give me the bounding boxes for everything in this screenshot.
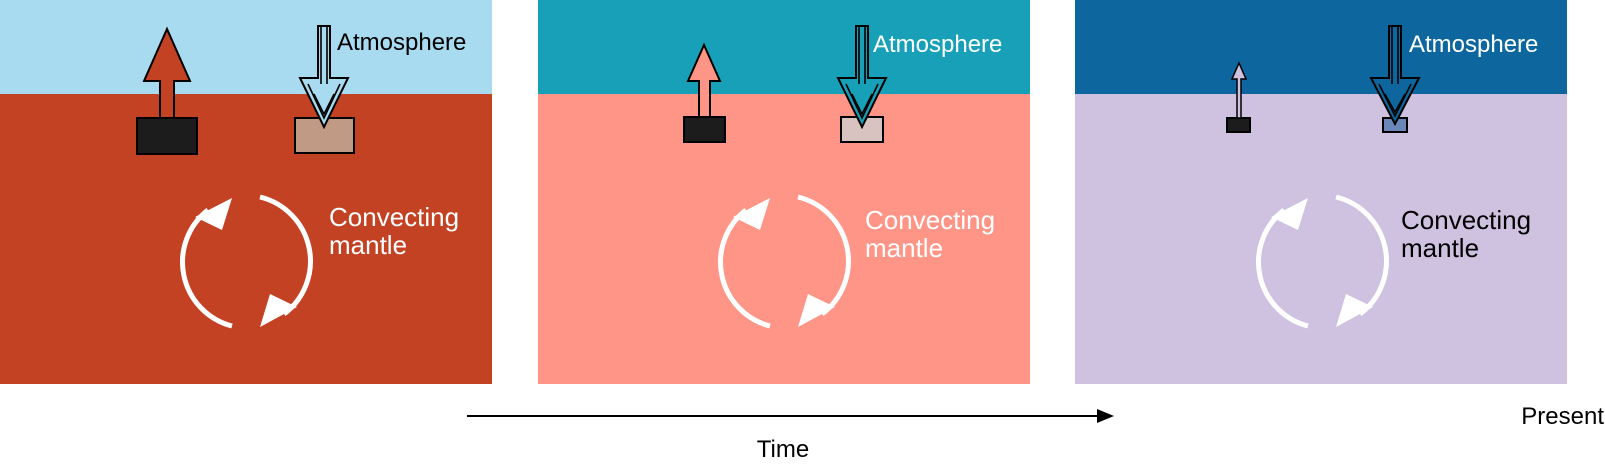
panel-3-mantle-label-line-2: mantle xyxy=(1401,233,1479,263)
time-arrow-head-icon xyxy=(1097,409,1114,423)
panel-3-atmosphere xyxy=(1075,0,1567,94)
panel-2-mantle-label-line-2: mantle xyxy=(865,233,943,263)
panel-1-regassing-arrow xyxy=(298,25,350,130)
panel-3-outgassing-arrow xyxy=(1230,61,1248,119)
panel-3-convection-cycle-icon xyxy=(1256,194,1389,329)
panel-1-convection-cycle-icon xyxy=(180,194,313,329)
panel-1-mantle-label: Convecting mantle xyxy=(329,202,466,260)
panel-2-atmosphere xyxy=(538,0,1030,94)
panel-2-mantle-label-line-1: Convecting xyxy=(865,205,995,235)
panel-2-regassing-arrow xyxy=(836,25,888,130)
present-label: Present xyxy=(1521,403,1604,430)
panel-2-atmosphere-label: Atmosphere xyxy=(873,31,1002,58)
time-axis-label: Time xyxy=(757,436,809,463)
panel-2: Atmosphere Convecting mantle xyxy=(538,0,1030,384)
panel-3-mantle-label: Convecting mantle xyxy=(1401,205,1538,263)
panel-1-source-box xyxy=(136,117,198,155)
panel-2-source-box xyxy=(683,116,726,143)
panel-2-outgassing-arrow xyxy=(686,42,722,118)
panel-3-source-box xyxy=(1226,117,1251,133)
panel-1-mantle-label-line-1: Convecting xyxy=(329,202,459,232)
panel-3-regassing-arrow xyxy=(1369,25,1421,127)
panel-1-mantle xyxy=(0,94,492,384)
panel-1-mantle-label-line-2: mantle xyxy=(329,230,407,260)
panel-3-atmosphere-label: Atmosphere xyxy=(1409,31,1538,58)
time-axis: Time Present xyxy=(467,403,1604,463)
panel-1-atmosphere xyxy=(0,0,492,94)
panel-2-mantle xyxy=(538,94,1030,384)
panel-3-mantle-label-line-1: Convecting xyxy=(1401,205,1531,235)
panel-1: Atmosphere Convecting mantle xyxy=(0,0,492,384)
panel-3-mantle xyxy=(1075,94,1567,384)
panel-3: Atmosphere Convecting mantle xyxy=(1075,0,1567,384)
panel-1-atmosphere-label: Atmosphere xyxy=(337,29,466,56)
panel-2-convection-cycle-icon xyxy=(718,194,851,329)
panel-2-mantle-label: Convecting mantle xyxy=(865,205,1002,263)
panel-1-outgassing-arrow xyxy=(142,26,192,119)
